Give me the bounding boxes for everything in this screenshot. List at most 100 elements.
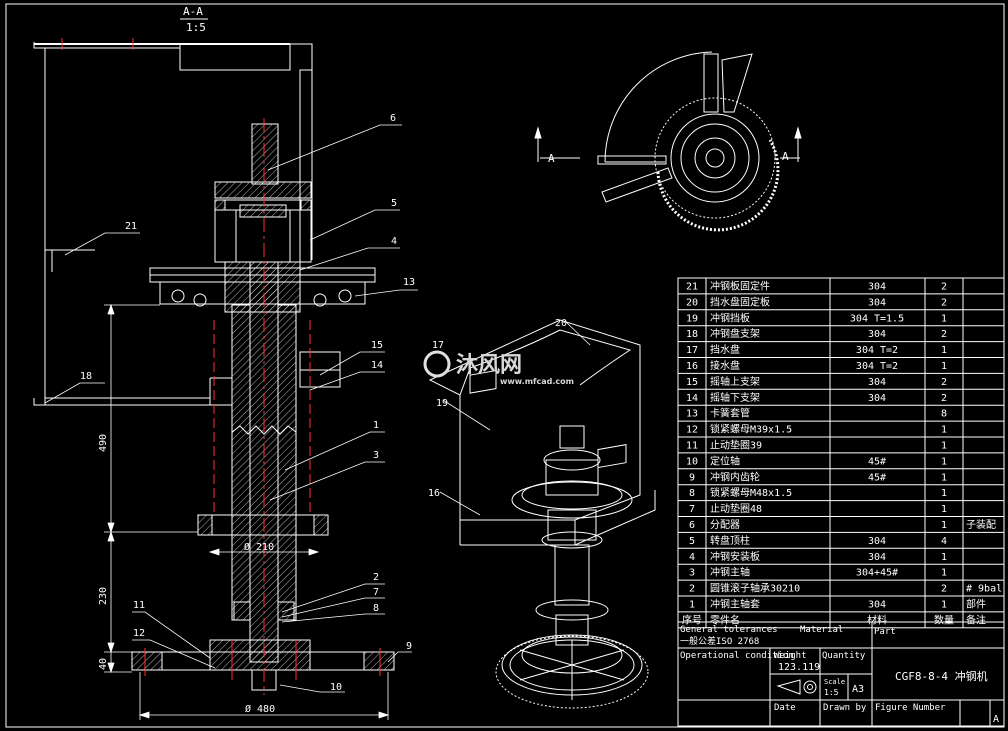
scale-value: 1:5 xyxy=(824,688,839,697)
bom-row-qty: 8 xyxy=(941,409,947,420)
view-mark-right: A xyxy=(782,150,789,163)
dim-40: 40 xyxy=(98,658,109,670)
callout-7: 7 xyxy=(373,587,379,598)
part-label: Part xyxy=(874,627,896,637)
bom-header-note: 备注 xyxy=(966,613,986,626)
scale-label: Scale xyxy=(824,678,845,686)
bom-row-no: 5 xyxy=(689,536,695,547)
bom-row-no: 19 xyxy=(686,313,698,324)
bom-row-name: 圆锥滚子轴承30210 xyxy=(710,582,800,595)
bom-row-material: 304 xyxy=(868,329,886,340)
bom-row-qty: 2 xyxy=(941,393,947,404)
bom-row-note: # 9bal 9bolt xyxy=(966,584,1008,595)
callout-18: 18 xyxy=(80,371,92,382)
bom-header-qty: 数量 xyxy=(934,613,954,626)
bom-row-no: 6 xyxy=(689,520,695,531)
bom-row-no: 15 xyxy=(686,377,698,388)
bom-row-name: 冲钢挡板 xyxy=(710,311,750,324)
bom-row-material: 304+45# xyxy=(856,568,898,579)
callout-8: 8 xyxy=(373,603,379,614)
bom-row-material: 304 xyxy=(868,282,886,293)
drawn-by-label: Drawn by xyxy=(823,703,867,713)
bom-row-qty: 2 xyxy=(941,329,947,340)
bom-row-qty: 1 xyxy=(941,425,947,436)
bom-row-no: 8 xyxy=(689,488,695,499)
bom-row-no: 4 xyxy=(689,552,695,563)
bom-row-no: 2 xyxy=(689,584,695,595)
callout-3: 3 xyxy=(373,450,379,461)
view-mark-left: A xyxy=(548,152,555,165)
bom-row-qty: 2 xyxy=(941,297,947,308)
date-label: Date xyxy=(774,703,796,713)
callout-11: 11 xyxy=(133,600,145,611)
material-label: Material xyxy=(800,625,843,635)
dim-490: 490 xyxy=(98,434,109,452)
bom-header-name: 零件名 xyxy=(710,613,740,626)
callout-20: 20 xyxy=(555,318,567,329)
bom-row-qty: 1 xyxy=(941,472,947,483)
bom-row-material: 304 T=2 xyxy=(856,361,898,372)
bom-row-qty: 1 xyxy=(941,520,947,531)
bom-row-qty: 1 xyxy=(941,568,947,579)
callout-10: 10 xyxy=(330,682,342,693)
callout-13: 13 xyxy=(403,277,415,288)
bom-row-no: 20 xyxy=(686,297,698,308)
title-block: General tolerances 一般公差ISO 2768 Material… xyxy=(677,621,1005,727)
dim-230: 230 xyxy=(98,587,109,605)
bom-row-name: 定位轴 xyxy=(710,454,740,467)
callout-1: 1 xyxy=(373,420,379,431)
bom-row-no: 14 xyxy=(686,393,698,404)
bom-row-no: 12 xyxy=(686,425,698,436)
bom-header-material: 材料 xyxy=(867,613,887,626)
bom-row-note: 子装配 xyxy=(966,518,996,531)
quantity-label: Quantity xyxy=(822,651,866,661)
section-title: A-A xyxy=(183,5,203,18)
callouts: 6 5 4 13 21 15 14 18 1 3 2 7 8 9 11 12 1… xyxy=(44,113,418,693)
section-scale: 1:5 xyxy=(186,21,206,34)
sheet-size: A3 xyxy=(852,684,864,695)
bom-row-name: 冲钢内齿轮 xyxy=(710,470,760,483)
callout-9: 9 xyxy=(406,641,412,652)
bom-row-name: 冲钢主轴套 xyxy=(710,598,760,611)
gear-plate xyxy=(131,639,395,691)
operational-condition-label: Operational condition xyxy=(680,651,794,661)
housing-outline xyxy=(33,38,313,406)
bom-row-qty: 1 xyxy=(941,552,947,563)
weight-value: 123.119 xyxy=(778,662,820,673)
callout-21: 21 xyxy=(125,221,137,232)
bom-row-material: 304 xyxy=(868,377,886,388)
bom-row-name: 摇轴下支架 xyxy=(710,391,760,404)
bom-row-qty: 1 xyxy=(941,504,947,515)
weight-label: Weight xyxy=(774,651,807,661)
bom-row-name: 止动垫圈48 xyxy=(710,502,762,515)
general-tolerances-label: General tolerances xyxy=(680,625,778,635)
watermark-brand: 沐风网 xyxy=(456,353,522,378)
bom-row-material: 45# xyxy=(868,472,886,483)
bom-row-name: 冲钢主轴 xyxy=(710,566,750,579)
bom-row-qty: 1 xyxy=(941,313,947,324)
lower-bearing xyxy=(233,601,251,621)
bom-row-no: 9 xyxy=(689,472,695,483)
callout-17: 17 xyxy=(432,340,444,351)
bom-row-name: 锁紧螺母M39x1.5 xyxy=(710,423,792,436)
bom-row-qty: 2 xyxy=(941,377,947,388)
bom-row-qty: 1 xyxy=(941,488,947,499)
bom-row-material: 304 T=1.5 xyxy=(850,313,904,324)
bom-row-qty: 1 xyxy=(941,441,947,452)
bom-row-material: 304 xyxy=(868,297,886,308)
bom-row-note: 部件 xyxy=(966,598,986,611)
bom-row-name: 冲钢盘支架 xyxy=(710,327,760,340)
figure-number-label: Figure Number xyxy=(875,703,946,713)
dim-d480: Ø 480 xyxy=(245,703,275,715)
bom-row-qty: 2 xyxy=(941,282,947,293)
bom-row-name: 接水盘 xyxy=(710,359,740,372)
bom-row-no: 11 xyxy=(686,441,698,452)
bom-row-qty: 4 xyxy=(941,536,947,547)
dim-d210: Ø 210 xyxy=(244,541,274,553)
bom-row-name: 摇轴上支架 xyxy=(710,375,760,388)
callout-19: 19 xyxy=(436,398,448,409)
sheet-mark: A xyxy=(993,714,999,725)
callout-5: 5 xyxy=(391,198,397,209)
